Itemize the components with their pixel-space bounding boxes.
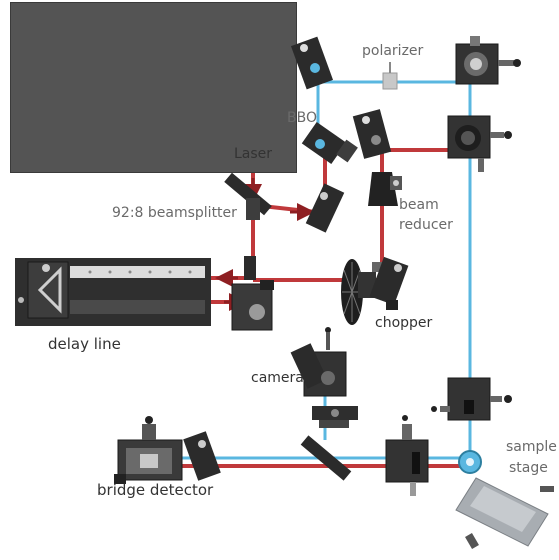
polarizer-optic bbox=[382, 62, 398, 90]
beam-reducer-label-line1: beam bbox=[399, 197, 439, 213]
beamsplitter-label: 92:8 beamsplitter bbox=[112, 205, 237, 221]
detector-beamsplitter bbox=[300, 435, 352, 481]
beamsplitter-optic bbox=[224, 172, 272, 220]
camera-lens-mount bbox=[312, 406, 358, 428]
sample-stage-label-line1: sample bbox=[506, 439, 557, 455]
bbo-label: BBO bbox=[287, 110, 317, 126]
camera-device bbox=[290, 327, 347, 397]
delay-line-label: delay line bbox=[48, 335, 121, 353]
beam-reducer-label-line2: reducer bbox=[399, 217, 453, 233]
mirror-mount-upper-middle bbox=[352, 109, 392, 159]
bbo-mount bbox=[301, 122, 358, 164]
detector-mirror bbox=[183, 431, 221, 481]
laser-housing bbox=[10, 2, 297, 173]
chopper-device bbox=[341, 259, 382, 325]
bridge-detector-label: bridge detector bbox=[97, 481, 214, 499]
mirror-mount-top-left bbox=[290, 36, 334, 90]
beam-reducer-optic bbox=[368, 172, 402, 206]
laser-label: Laser bbox=[234, 146, 273, 162]
polarizer-label: polarizer bbox=[362, 43, 424, 59]
mirror-mount-right-middle bbox=[447, 115, 512, 172]
delay-line-stage bbox=[15, 258, 211, 326]
mirror-mount-top-right bbox=[455, 36, 521, 85]
sample-stage-label-line2: stage bbox=[509, 460, 548, 476]
sample-stage bbox=[455, 450, 554, 550]
mirror-mount-delay bbox=[231, 256, 274, 331]
bridge-detector-device bbox=[114, 416, 183, 484]
mirror-mount-lower-right bbox=[431, 377, 512, 421]
mirror-mount-chopper bbox=[369, 256, 409, 310]
camera-label: camera bbox=[251, 370, 304, 386]
mirror-mount-bbo-lower bbox=[305, 183, 345, 233]
mirror-mount-pre-sample bbox=[385, 415, 429, 496]
chopper-label: chopper bbox=[375, 315, 433, 331]
